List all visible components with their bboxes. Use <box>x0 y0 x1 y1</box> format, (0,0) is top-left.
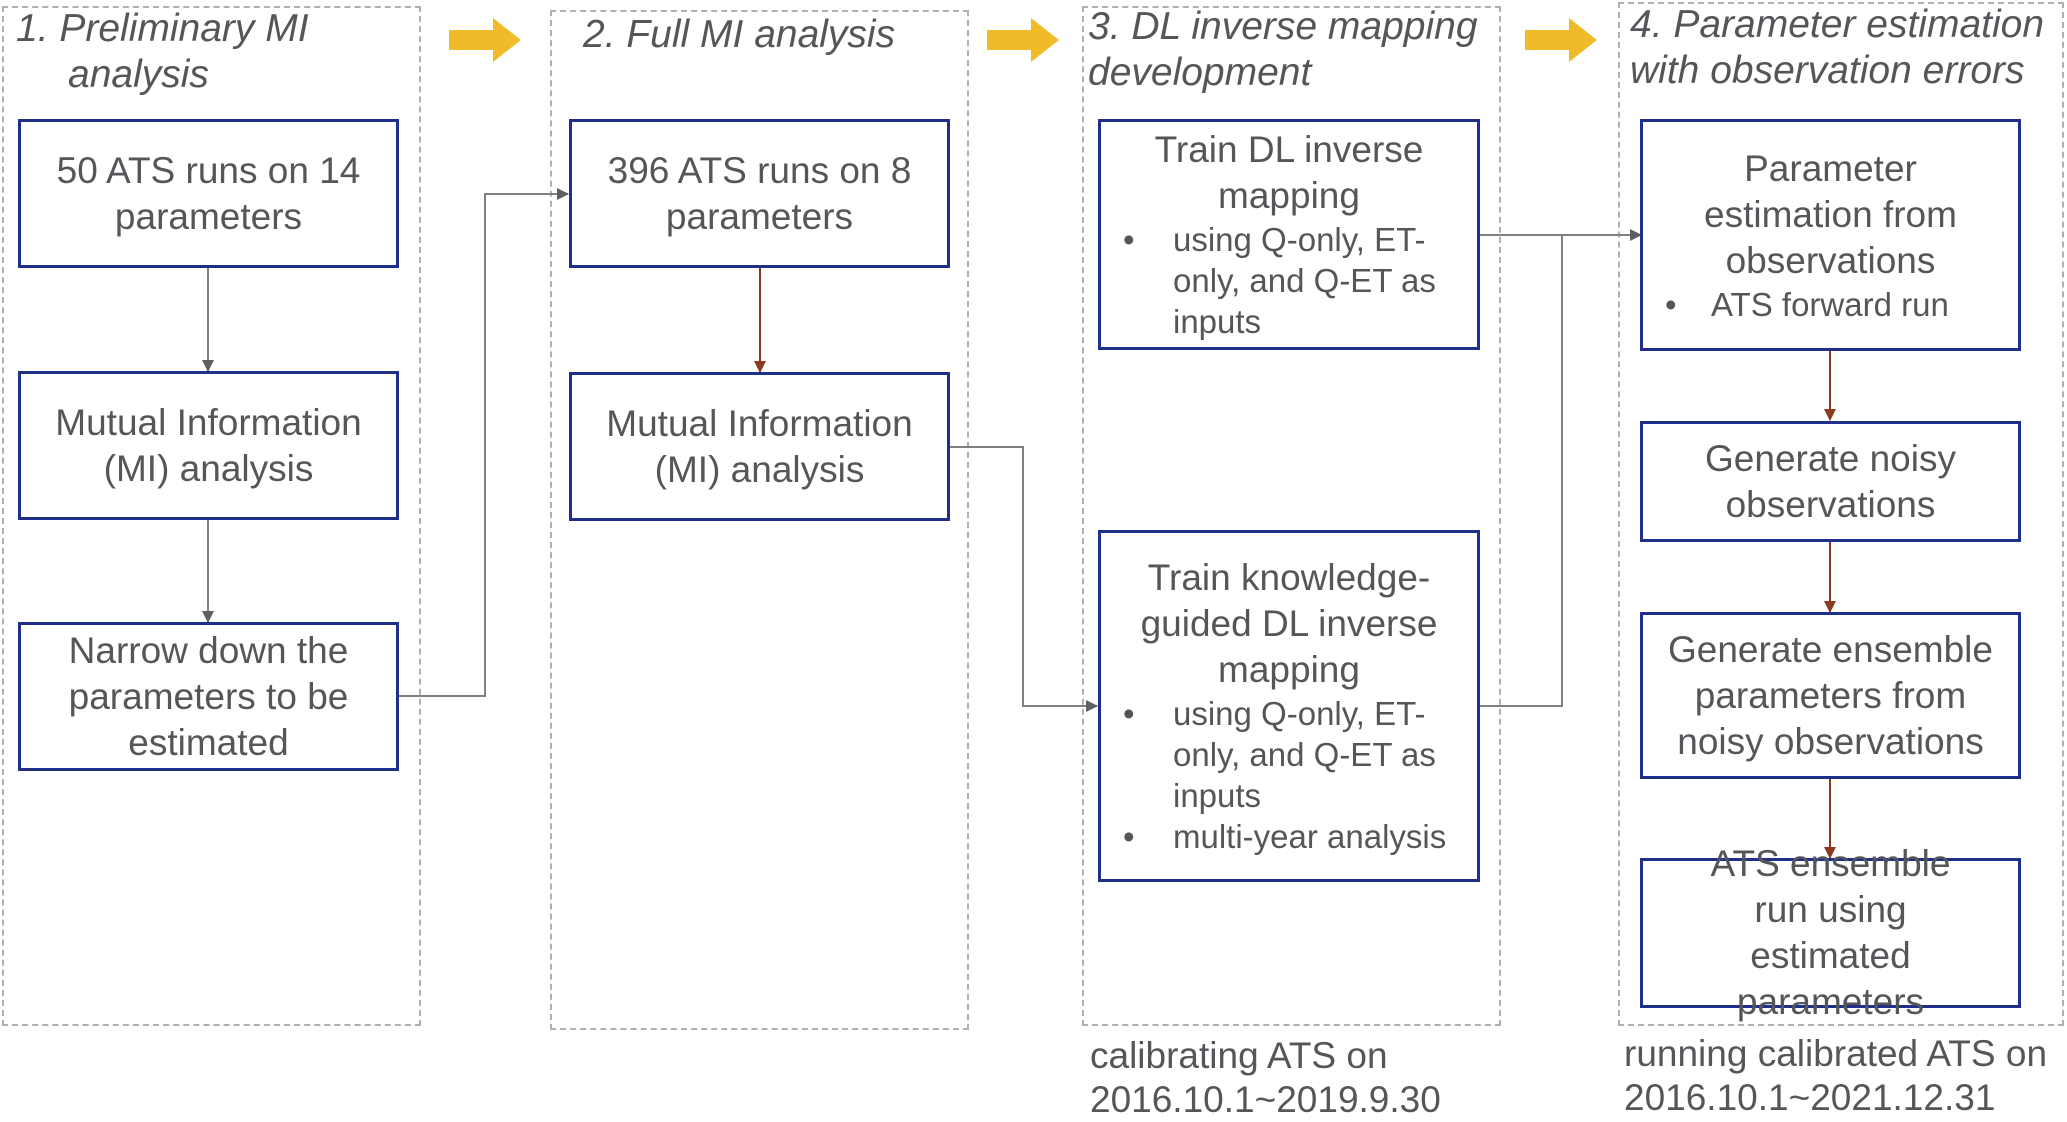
box-train-knowledge-guided-dl: Train knowledge-guided DL inverse mappin… <box>1098 530 1480 882</box>
stage-2-container <box>550 10 969 1030</box>
train-kg-bullets: •using Q-only, ET-only, and Q-ET as inpu… <box>1111 693 1467 857</box>
stage-arrow-1-to-2 <box>449 18 521 62</box>
stage-3-title: 3. DL inverse mapping development <box>1088 5 1478 94</box>
connector-s2-mi-to-s3-kg <box>949 446 1098 712</box>
running-period-note: running calibrated ATS on 2016.10.1~2021… <box>1624 1033 2048 1118</box>
box-generate-noisy-observations: Generate noisy observations <box>1640 421 2021 542</box>
parameter-estimation-bullets: •ATS forward run <box>1653 284 2008 325</box>
stage-3-container <box>1082 6 1501 1026</box>
stage-4-title: 4. Parameter estimation with observation… <box>1630 3 2045 92</box>
stage-4-container <box>1618 2 2064 1026</box>
box-396-ats-runs: 396 ATS runs on 8 parameters <box>569 119 950 268</box>
bullet-item: •using Q-only, ET-only, and Q-ET as inpu… <box>1123 221 1436 340</box>
stage-1-container <box>2 6 421 1026</box>
box-50-ats-runs: 50 ATS runs on 14 parameters <box>18 119 399 268</box>
box-s2-mutual-information: Mutual Information (MI) analysis <box>569 372 950 521</box>
bullet-item: •ATS forward run <box>1665 285 1949 323</box>
box-ats-ensemble-run: ATS ensemble run using estimated paramet… <box>1640 843 2021 1022</box>
stage-1-title: 1. Preliminary MI analysis <box>16 7 309 96</box>
stage-arrow-2-to-3 <box>987 18 1059 62</box>
train-dl-bullets: •using Q-only, ET-only, and Q-ET as inpu… <box>1111 219 1467 342</box>
connector-s1-narrow-to-s2-runs <box>397 188 569 697</box>
stage-2-title: 2. Full MI analysis <box>583 13 896 56</box>
box-train-dl-inverse-mapping: Train DL inverse mapping •using Q-only, … <box>1098 119 1480 350</box>
box-s1-mutual-information: Mutual Information (MI) analysis <box>18 371 399 520</box>
box-narrow-down-parameters: Narrow down the parameters to be estimat… <box>18 622 399 771</box>
box-generate-ensemble-parameters: Generate ensemble parameters from noisy … <box>1640 612 2021 779</box>
box-parameter-estimation: Parameter estimation from observations •… <box>1640 119 2021 351</box>
bullet-item: •using Q-only, ET-only, and Q-ET as inpu… <box>1123 695 1436 814</box>
connector-s3-kg-to-s4 <box>1479 235 1563 707</box>
bullet-item: •multi-year analysis <box>1123 818 1447 855</box>
stage-arrow-3-to-4 <box>1525 18 1597 62</box>
calibration-period-note: calibrating ATS on 2016.10.1~2019.9.30 <box>1090 1035 1441 1120</box>
